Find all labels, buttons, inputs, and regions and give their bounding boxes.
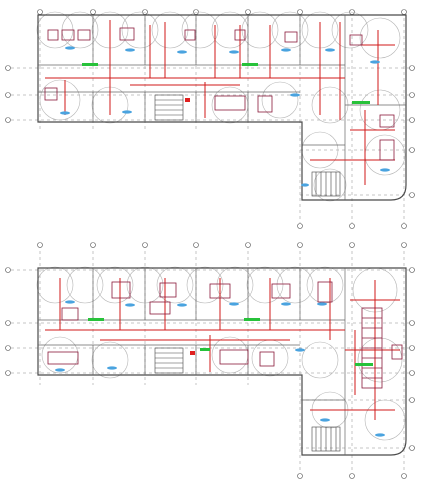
coverage-circles: [36, 266, 406, 441]
markers-upper: [82, 63, 370, 104]
stair-upper: [154, 94, 341, 197]
fixtures-upper: [60, 46, 390, 187]
pipe-network-lower: [45, 278, 400, 420]
furniture-lower: [47, 281, 403, 389]
upper-floor-plan: [5, 9, 415, 229]
exterior-walls: [37, 14, 407, 201]
grid-axis-markers: [5, 242, 415, 479]
markers-lower: [88, 318, 373, 366]
furniture-upper: [44, 27, 395, 161]
fixtures-lower: [55, 300, 385, 437]
pipe-network-upper: [45, 20, 395, 185]
stair-lower: [154, 347, 341, 452]
exterior-walls: [37, 267, 407, 456]
lower-floor-plan: [5, 242, 415, 479]
